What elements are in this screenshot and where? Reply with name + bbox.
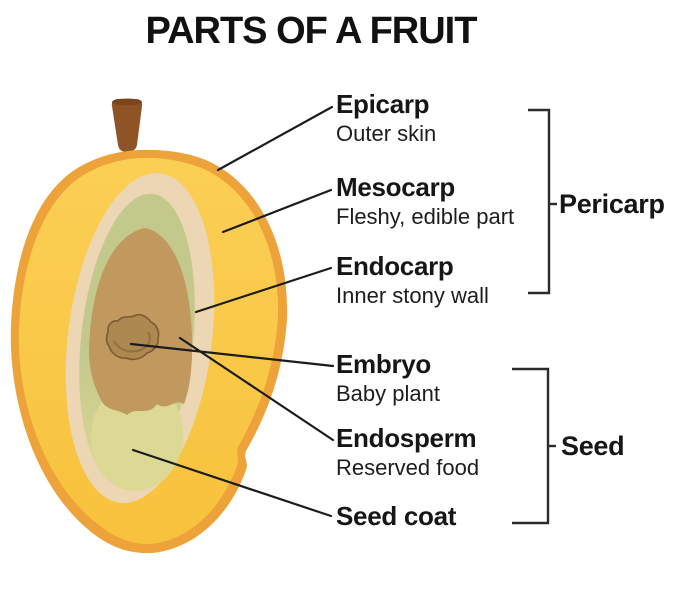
label-embryo-name: Embryo: [336, 349, 432, 379]
stem-top: [112, 98, 142, 106]
stem: [111, 98, 143, 152]
page-title: PARTS OF A FRUIT: [145, 10, 478, 52]
label-endosperm: Endosperm Reserved food: [336, 424, 479, 480]
label-embryo: Embryo Baby plant: [336, 350, 440, 406]
leader-line-mesocarp: [221, 188, 333, 234]
leader-lines: [129, 105, 335, 518]
group-label-seed: Seed: [561, 431, 625, 461]
pericarp-bracket: [528, 108, 551, 295]
group-label-pericarp: Pericarp: [559, 189, 665, 219]
label-endosperm-desc: Reserved food: [336, 454, 480, 480]
leader-line-epicarp: [216, 105, 334, 172]
label-epicarp: Epicarp Outer skin: [336, 90, 436, 146]
label-embryo-desc: Baby plant: [336, 380, 440, 406]
leader-line-seed-coat: [131, 448, 333, 518]
label-endosperm-name: Endosperm: [336, 423, 477, 453]
leader-line-endocarp: [194, 266, 333, 314]
leader-line-endosperm: [178, 336, 335, 442]
label-endocarp: Endocarp Inner stony wall: [336, 252, 489, 308]
label-epicarp-desc: Outer skin: [336, 120, 437, 146]
embryo-shape: [105, 313, 160, 361]
label-endocarp-name: Endocarp: [336, 251, 454, 281]
label-mesocarp-name: Mesocarp: [336, 172, 455, 202]
seed-bracket: [512, 367, 550, 525]
leader-line-embryo: [129, 342, 335, 368]
label-mesocarp: Mesocarp Fleshy, edible part: [336, 173, 514, 229]
label-epicarp-name: Epicarp: [336, 89, 430, 119]
label-seed-coat-name: Seed coat: [336, 501, 457, 531]
group-brackets: [512, 108, 557, 525]
label-seed-coat: Seed coat: [336, 502, 456, 531]
label-mesocarp-desc: Fleshy, edible part: [336, 203, 515, 229]
label-endocarp-desc: Inner stony wall: [336, 282, 489, 308]
